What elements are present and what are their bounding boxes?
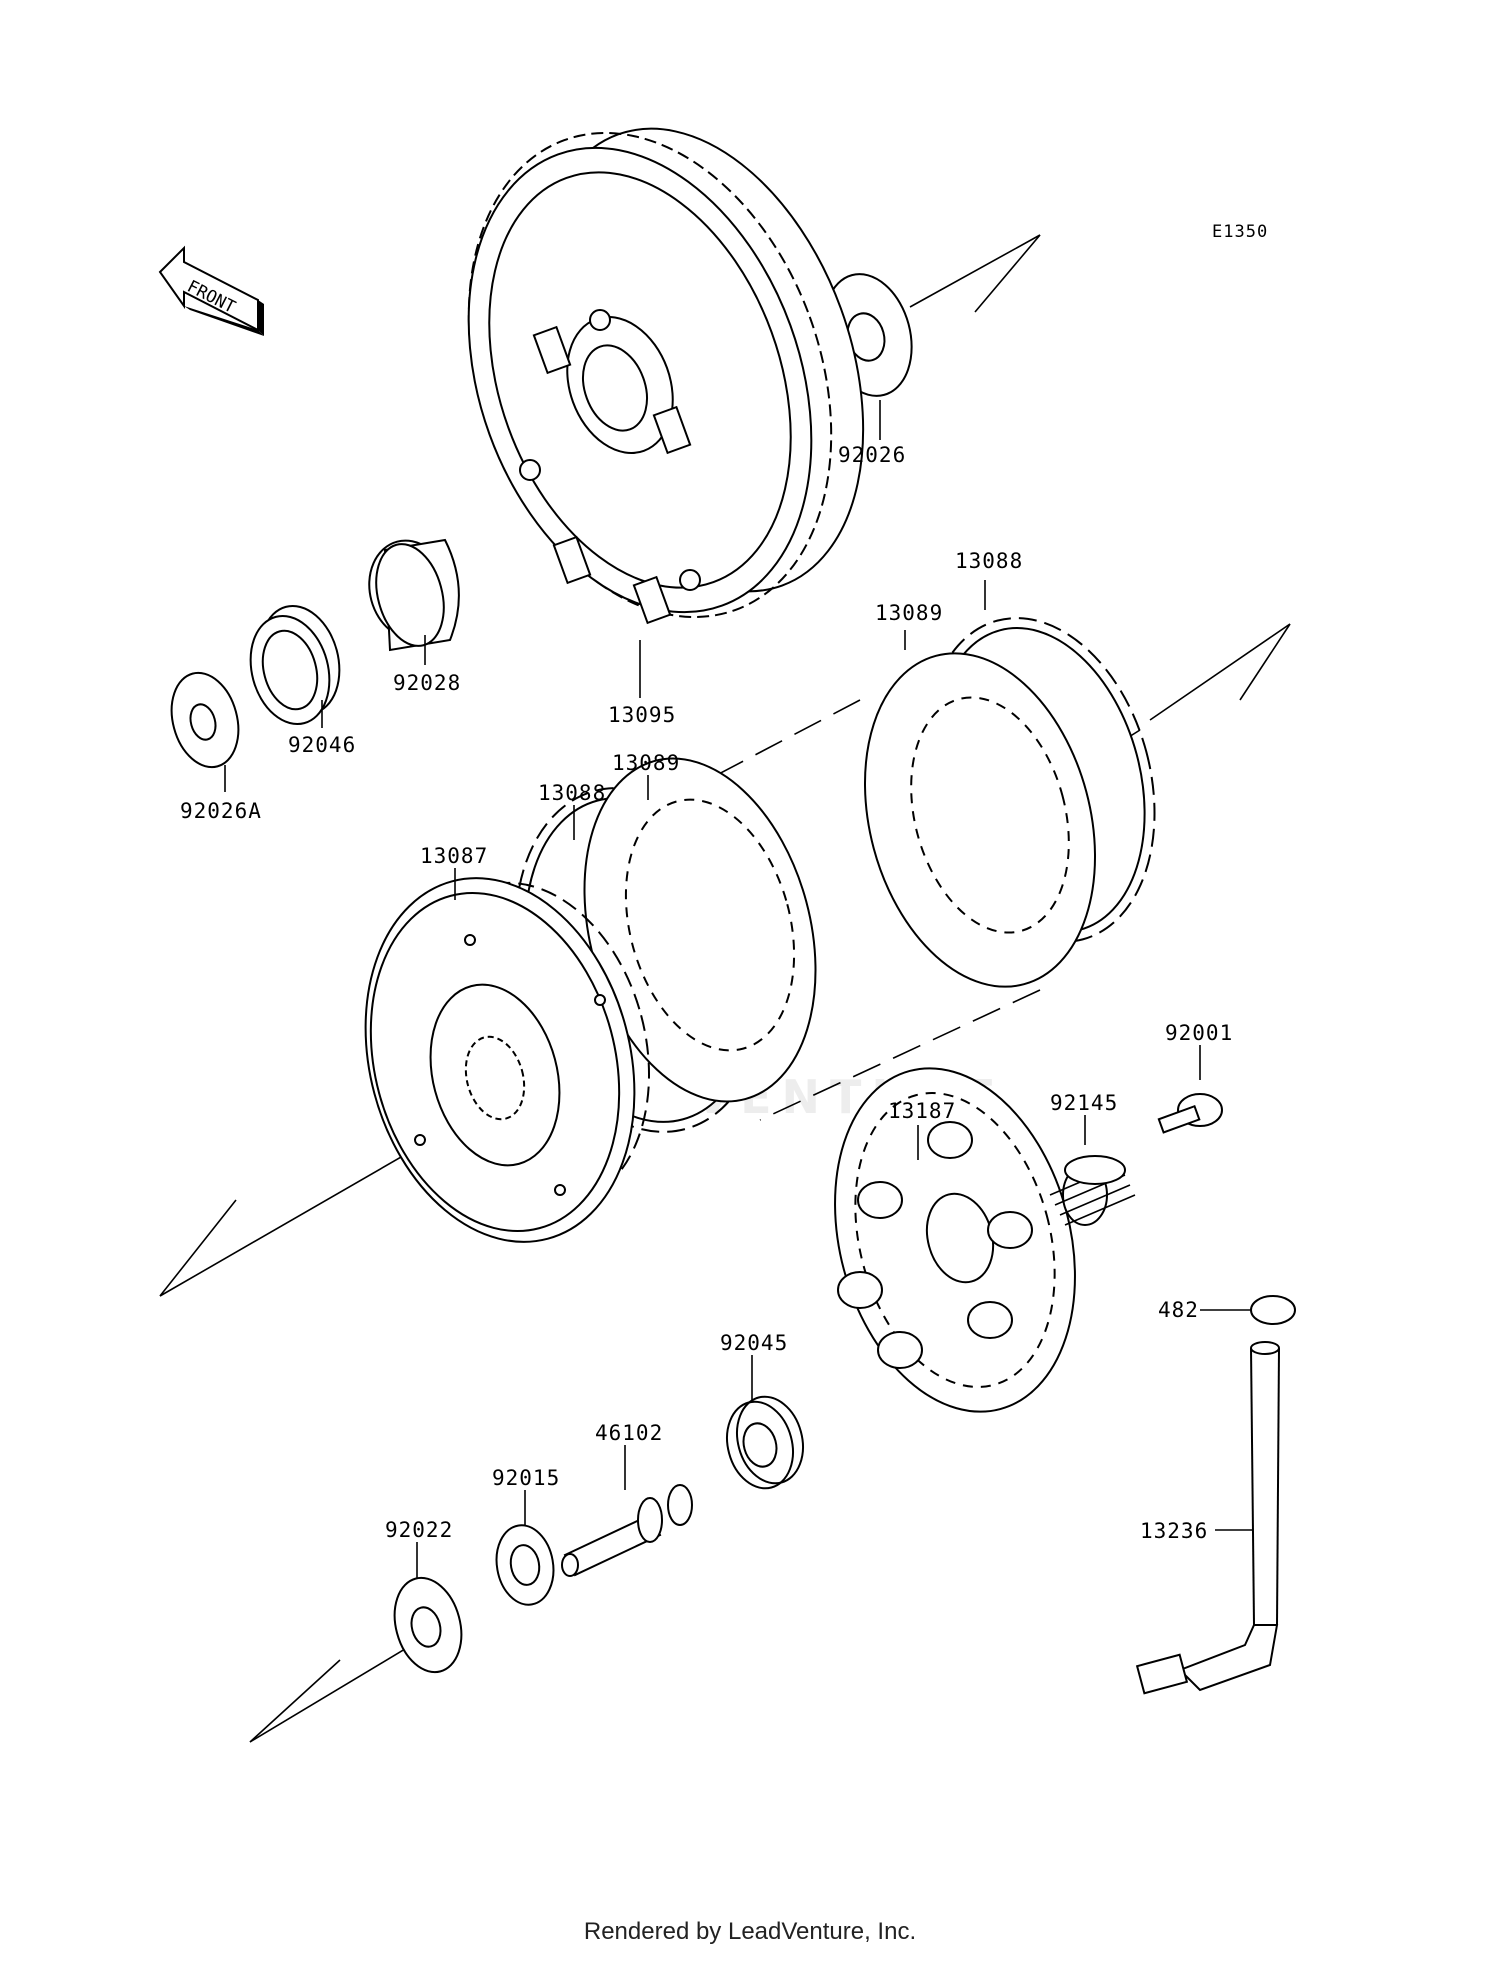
label-13236: 13236 — [1140, 1519, 1208, 1543]
steel-plate-13089-upper — [863, 652, 1097, 988]
pressure-plate-13187 — [834, 1067, 1076, 1413]
ball-bearing-92045 — [726, 1395, 804, 1490]
steel-plate-13089-middle — [583, 757, 817, 1103]
label-13087: 13087 — [420, 844, 488, 868]
clutch-housing-13095 — [467, 127, 865, 625]
washer-92026A — [170, 671, 240, 769]
collar-92028 — [368, 538, 460, 652]
front-arrow-icon: FRONT — [158, 245, 264, 336]
label-13089-middle: 13089 — [612, 751, 680, 775]
leader-lines — [224, 400, 1252, 1578]
label-13187: 13187 — [888, 1099, 956, 1123]
label-13088-middle: 13088 — [538, 781, 606, 805]
washer-92022 — [393, 1576, 463, 1674]
bolt-92001 — [1157, 1093, 1223, 1134]
needle-bearing-92046 — [249, 604, 341, 726]
label-92001: 92001 — [1165, 1021, 1233, 1045]
circlip-482 — [1250, 1295, 1296, 1325]
release-shaft-13236 — [1135, 1341, 1280, 1695]
label-92145: 92145 — [1050, 1091, 1118, 1115]
spring-92145 — [1049, 1155, 1136, 1226]
label-92022: 92022 — [385, 1518, 453, 1542]
clutch-hub-13087 — [364, 877, 651, 1243]
label-13088-upper: 13088 — [955, 549, 1023, 573]
label-92028: 92028 — [393, 671, 461, 695]
label-46102: 46102 — [595, 1421, 663, 1445]
label-13089-upper: 13089 — [875, 601, 943, 625]
part-labels: 92026 92028 13095 92046 92026A 13088 130… — [180, 443, 1233, 1543]
label-92015: 92015 — [492, 1466, 560, 1490]
diagram-code: E1350 — [1212, 222, 1268, 242]
label-92046: 92046 — [288, 733, 356, 757]
label-92026: 92026 — [838, 443, 906, 467]
nut-92015 — [495, 1524, 555, 1606]
label-92026A: 92026A — [180, 799, 262, 823]
footer-credit: Rendered by LeadVenture, Inc. — [583, 1918, 917, 1945]
push-rod-46102 — [561, 1484, 693, 1577]
label-92045: 92045 — [720, 1331, 788, 1355]
label-13095: 13095 — [608, 703, 676, 727]
label-482: 482 — [1158, 1298, 1199, 1322]
